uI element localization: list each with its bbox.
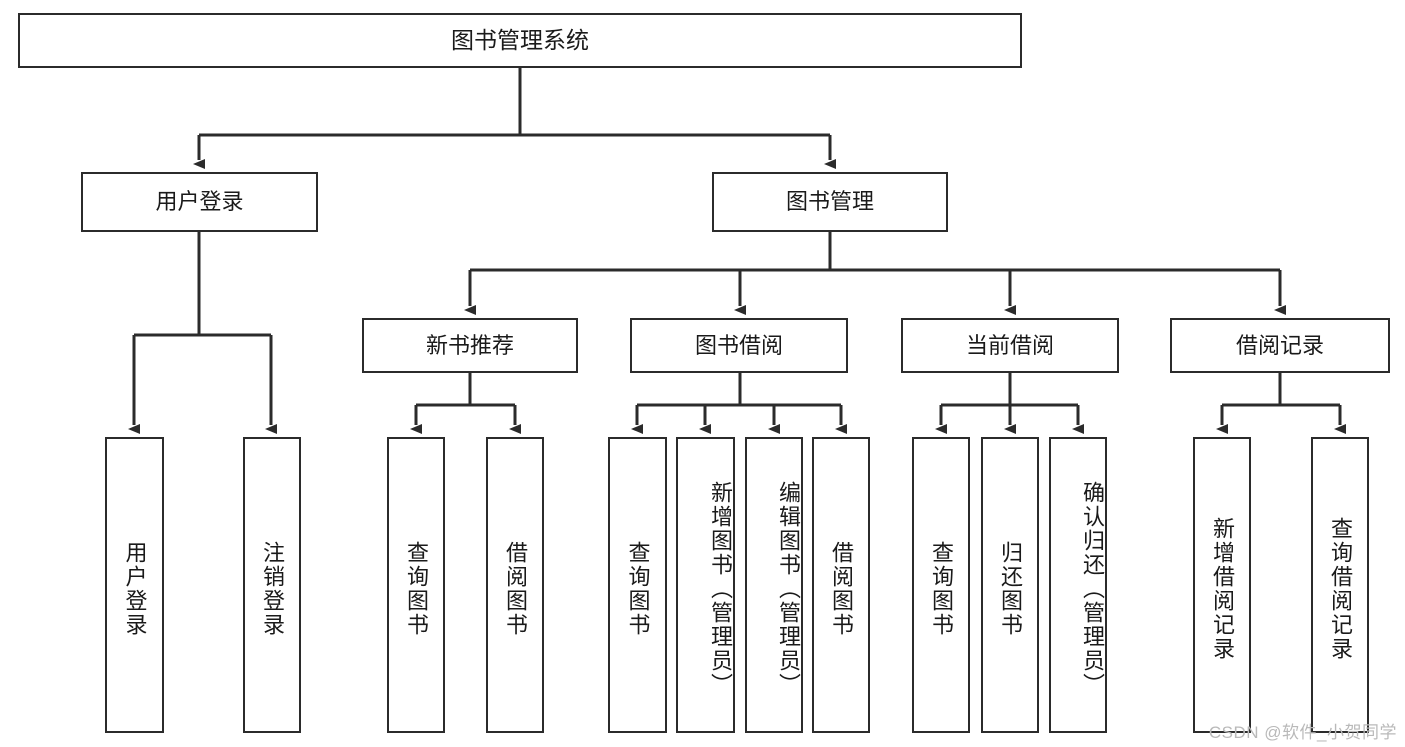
node-root-system[interactable]: 图书管理系统 (18, 13, 1022, 68)
node-current-borrow[interactable]: 当前借阅 (901, 318, 1119, 373)
leaf-return-book[interactable]: 归还图书 (981, 437, 1039, 733)
leaf-logout[interactable]: 注销登录 (243, 437, 301, 733)
leaf-confirm-return-admin[interactable]: 确认归还（管理员） (1049, 437, 1107, 733)
node-borrow-records[interactable]: 借阅记录 (1170, 318, 1390, 373)
leaf-query-book-current[interactable]: 查询图书 (912, 437, 970, 733)
leaf-add-borrow-record[interactable]: 新增借阅记录 (1193, 437, 1251, 733)
node-user-login[interactable]: 用户登录 (81, 172, 318, 232)
leaf-borrow-book[interactable]: 借阅图书 (812, 437, 870, 733)
leaf-user-login[interactable]: 用户登录 (105, 437, 164, 733)
leaf-edit-book-admin[interactable]: 编辑图书（管理员） (745, 437, 803, 733)
leaf-borrow-book-recommend[interactable]: 借阅图书 (486, 437, 544, 733)
leaf-query-borrow-record[interactable]: 查询借阅记录 (1311, 437, 1369, 733)
csdn-watermark: CSDN @软件_小贺同学 (1208, 723, 1397, 742)
node-new-book-recommend[interactable]: 新书推荐 (362, 318, 578, 373)
node-book-borrow[interactable]: 图书借阅 (630, 318, 848, 373)
node-book-management[interactable]: 图书管理 (712, 172, 948, 232)
leaf-query-book-recommend[interactable]: 查询图书 (387, 437, 445, 733)
leaf-query-book-borrow[interactable]: 查询图书 (608, 437, 667, 733)
leaf-add-book-admin[interactable]: 新增图书（管理员） (676, 437, 735, 733)
